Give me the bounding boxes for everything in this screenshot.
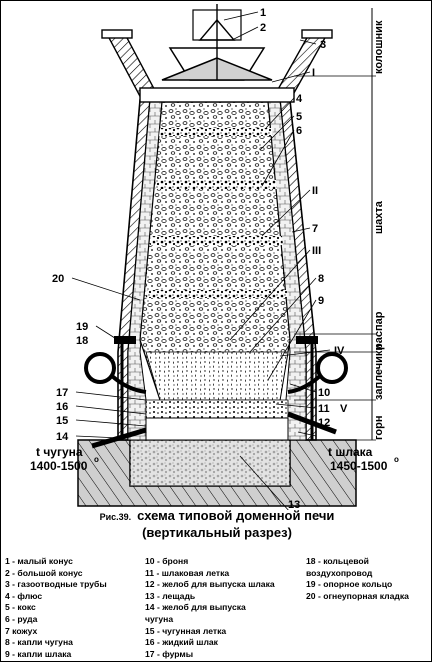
slag-temp-degree: o xyxy=(394,455,399,464)
callout-17: 17 xyxy=(56,387,68,399)
legend-item: 1 - малый конус xyxy=(5,556,73,566)
zone-shakhta: шахта xyxy=(373,200,385,234)
callout-20: 20 xyxy=(52,273,64,285)
callout-3: 3 xyxy=(320,39,326,51)
blast-furnace-diagram: колошник шахта распар заплечики горн 1 xyxy=(30,4,399,510)
top-apparatus xyxy=(101,4,333,103)
callout-4: 4 xyxy=(296,93,303,105)
legend-item: 4 - флюс xyxy=(5,590,43,601)
legend-item: 15 - чугунная летка xyxy=(145,625,227,636)
callout-2: 2 xyxy=(260,22,266,34)
callout-11: 11 xyxy=(318,403,330,415)
legend-item: 2 - большой конус xyxy=(5,567,83,578)
callout-5: 5 xyxy=(296,111,302,123)
legend-column-2: 10 - броня 11 - шлаковая летка 12 - жело… xyxy=(145,556,275,660)
foundation xyxy=(77,439,357,507)
callout-16: 16 xyxy=(56,401,68,413)
caption-subtitle: (вертикальный разрез) xyxy=(142,525,292,540)
zone-zaplechiki: заплечики xyxy=(373,344,385,400)
legend-item: 13 - лещадь xyxy=(145,590,196,601)
callout-9: 9 xyxy=(318,295,324,307)
callout-14: 14 xyxy=(56,431,69,443)
charge-column xyxy=(139,101,291,441)
callout-8: 8 xyxy=(318,273,324,285)
roman-I: I xyxy=(312,67,315,79)
roman-V: V xyxy=(340,403,348,415)
legend-item: чугуна xyxy=(145,613,174,624)
iron-temp-degree: o xyxy=(94,455,99,464)
legend-item: 19 - опорное кольцо xyxy=(306,579,393,590)
legend-item: 6 - руда xyxy=(5,613,38,624)
callout-7: 7 xyxy=(312,223,318,235)
leader-lines xyxy=(71,11,331,510)
roman-II: II xyxy=(312,185,318,197)
figure-caption: Рис.39. схема типовой доменной печи (верт… xyxy=(0,508,434,541)
legend-column-1: 1 - малый конус 2 - большой конус 3 - га… xyxy=(5,556,107,660)
iron-temp-label: t чугуна xyxy=(36,445,83,459)
callout-15: 15 xyxy=(56,415,68,427)
zone-raspar: распар xyxy=(373,311,385,350)
legend-item: 8 - капли чугуна xyxy=(5,637,73,648)
legend-item: 9 - капли шлака xyxy=(5,648,72,659)
iron-temp-value: 1400-1500 xyxy=(30,459,88,473)
figure-label: Рис.39. xyxy=(99,512,132,522)
callout-13: 13 xyxy=(288,499,300,510)
callout-12: 12 xyxy=(318,417,330,429)
callout-6: 6 xyxy=(296,125,302,137)
callout-10: 10 xyxy=(318,387,330,399)
zone-koloshnik: колошник xyxy=(373,20,385,74)
legend-item: 11 - шлаковая летка xyxy=(145,567,230,578)
legend-item: 10 - броня xyxy=(145,556,189,566)
roman-III: III xyxy=(312,245,321,257)
legend-item: 3 - газоотводные трубы xyxy=(5,579,107,590)
legend-item: 17 - фурмы xyxy=(145,648,194,659)
roman-IV: IV xyxy=(334,345,345,357)
slag-temp-label: t шлака xyxy=(328,445,373,459)
legend-item: 16 - жидкий шлак xyxy=(145,637,218,648)
legend-item: 14 - желоб для выпуска xyxy=(145,602,246,613)
legend-column-3: 18 - кольцевой воздухопровод 19 - опорно… xyxy=(306,556,409,602)
slag-temp-value: 1450-1500 xyxy=(330,459,388,473)
legend-item: 7 кожух xyxy=(5,625,38,636)
callout-19: 19 xyxy=(76,321,88,333)
legend-item: 18 - кольцевой xyxy=(306,556,369,566)
caption-line-1: Рис.39. схема типовой доменной печи xyxy=(0,508,434,525)
legend-item: 5 - кокс xyxy=(5,602,36,613)
caption-title: схема типовой доменной печи xyxy=(137,508,335,523)
legend-item: 20 - огнеупорная кладка xyxy=(306,590,409,601)
legend-item: 12 - желоб для выпуска шлака xyxy=(145,579,275,590)
callout-1: 1 xyxy=(260,7,266,19)
bustle-pipe xyxy=(84,336,348,440)
zone-gorn: горн xyxy=(373,415,385,440)
zone-scale: колошник шахта распар заплечики горн xyxy=(294,8,385,441)
callout-18: 18 xyxy=(76,335,88,347)
legend-item: воздухопровод xyxy=(306,567,373,578)
